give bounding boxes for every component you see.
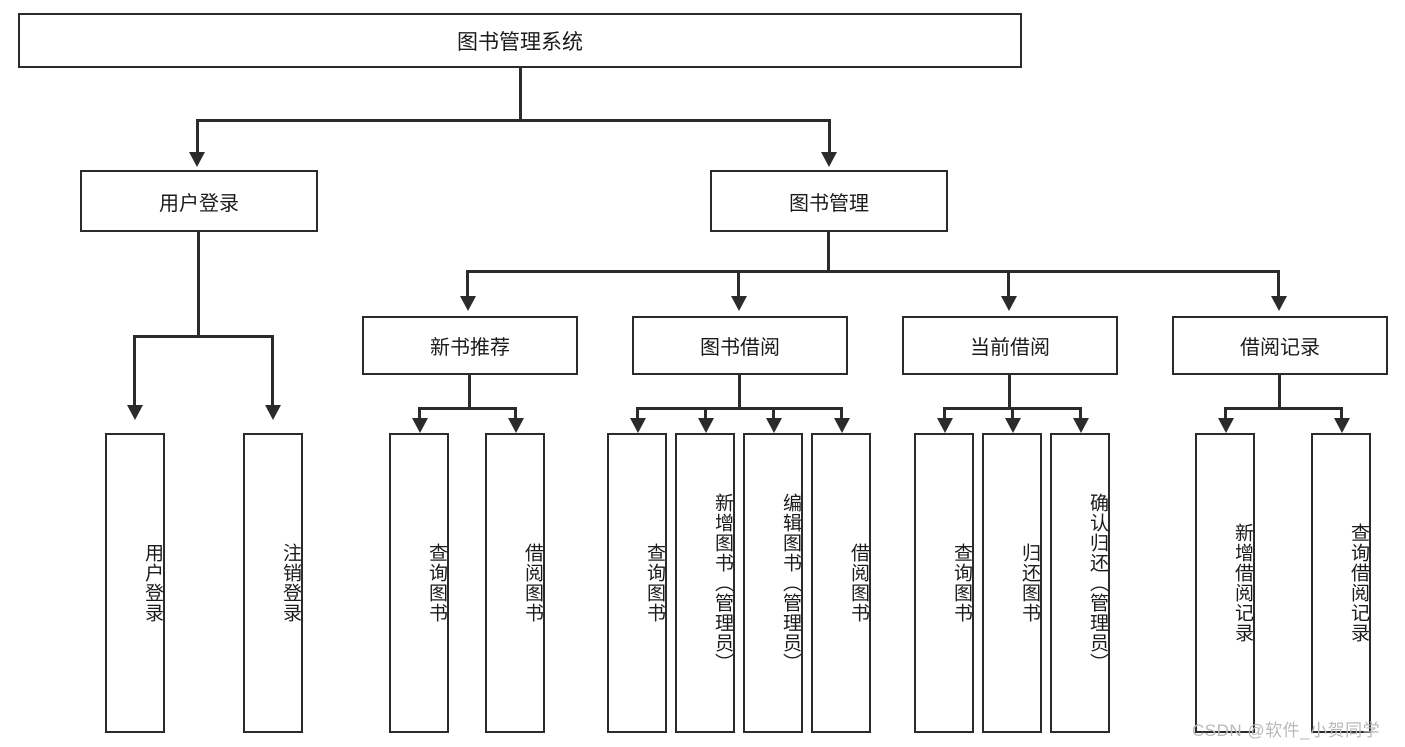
connector-root-to-user-login	[196, 119, 199, 154]
connector-new-book-stem	[468, 375, 471, 407]
arrowhead-user-login-leaf-1	[127, 405, 143, 420]
leaf-borrow-book-1[interactable]: 借阅图书	[485, 433, 545, 733]
leaf-edit-book-label: 编辑图书（管理员）	[780, 493, 801, 673]
connector-bm-to-current-borrow	[1007, 270, 1010, 298]
leaf-confirm-return-label: 确认归还（管理员）	[1087, 493, 1108, 673]
node-root[interactable]: 图书管理系统	[18, 13, 1022, 68]
arrowhead-book-borrow-leaf-4	[834, 418, 850, 433]
connector-bm-to-book-borrow	[737, 270, 740, 298]
node-user-login-label: 用户登录	[159, 192, 239, 215]
arrowhead-root-to-user-login	[189, 152, 205, 167]
connector-current-borrow-leaf-3	[1079, 407, 1082, 423]
node-current-borrow-label: 当前借阅	[970, 337, 1050, 359]
arrowhead-current-borrow-leaf-2	[1005, 418, 1021, 433]
connector-book-management-stem	[827, 232, 830, 270]
connector-root-to-book-management	[828, 119, 831, 154]
connector-current-borrow-leaf-2	[1011, 407, 1014, 423]
connector-book-borrow-leaf-1	[636, 407, 639, 423]
connector-root-spread	[196, 119, 831, 122]
connector-new-book-leaf-2	[514, 407, 517, 423]
leaf-user-login[interactable]: 用户登录	[105, 433, 165, 733]
node-new-book-recommend[interactable]: 新书推荐	[362, 316, 578, 375]
leaf-query-book-3[interactable]: 查询图书	[914, 433, 974, 733]
leaf-add-book[interactable]: 新增图书（管理员）	[675, 433, 735, 733]
leaf-confirm-return[interactable]: 确认归还（管理员）	[1050, 433, 1110, 733]
node-user-login[interactable]: 用户登录	[80, 170, 318, 232]
arrowhead-bm-borrow-record	[1271, 296, 1287, 311]
leaf-query-record[interactable]: 查询借阅记录	[1311, 433, 1371, 733]
leaf-user-login-label: 用户登录	[142, 543, 163, 623]
leaf-edit-book[interactable]: 编辑图书（管理员）	[743, 433, 803, 733]
connector-bm-to-borrow-record	[1277, 270, 1280, 298]
leaf-borrow-book-2-label: 借阅图书	[848, 543, 869, 623]
leaf-query-book-2[interactable]: 查询图书	[607, 433, 667, 733]
arrowhead-book-borrow-leaf-3	[766, 418, 782, 433]
node-new-book-recommend-label: 新书推荐	[430, 337, 510, 359]
connector-root-stem	[519, 68, 522, 119]
leaf-borrow-book-2[interactable]: 借阅图书	[811, 433, 871, 733]
connector-user-login-to-leaf-1	[133, 335, 136, 407]
leaf-borrow-book-1-label: 借阅图书	[522, 543, 543, 623]
connector-borrow-record-leaf-1	[1224, 407, 1227, 423]
leaf-query-book-1-label: 查询图书	[426, 543, 447, 623]
arrowhead-new-book-leaf-1	[412, 418, 428, 433]
connector-new-book-leaf-1	[418, 407, 421, 423]
arrowhead-borrow-record-leaf-2	[1334, 418, 1350, 433]
connector-user-login-to-leaf-2	[271, 335, 274, 407]
node-borrow-record[interactable]: 借阅记录	[1172, 316, 1388, 375]
connector-book-borrow-leaf-4	[840, 407, 843, 423]
node-root-label: 图书管理系统	[457, 30, 583, 54]
connector-borrow-record-stem	[1278, 375, 1281, 407]
arrowhead-book-borrow-leaf-1	[630, 418, 646, 433]
leaf-return-book-label: 归还图书	[1019, 543, 1040, 623]
arrowhead-book-borrow-leaf-2	[698, 418, 714, 433]
arrowhead-current-borrow-leaf-3	[1073, 418, 1089, 433]
leaf-query-book-3-label: 查询图书	[951, 543, 972, 623]
arrowhead-root-to-book-management	[821, 152, 837, 167]
arrowhead-borrow-record-leaf-1	[1218, 418, 1234, 433]
connector-bm-to-new-book	[466, 270, 469, 298]
leaf-logout-login[interactable]: 注销登录	[243, 433, 303, 733]
connector-current-borrow-leaf-1	[943, 407, 946, 423]
connector-current-borrow-stem	[1008, 375, 1011, 407]
arrowhead-bm-book-borrow	[731, 296, 747, 311]
connector-user-login-stem	[197, 232, 200, 335]
connector-book-management-spread	[466, 270, 1280, 273]
arrowhead-bm-new-book	[460, 296, 476, 311]
csdn-watermark: CSDN @软件_小贺同学	[1192, 721, 1381, 740]
connector-borrow-record-leaf-2	[1340, 407, 1343, 423]
leaf-query-book-1[interactable]: 查询图书	[389, 433, 449, 733]
arrowhead-current-borrow-leaf-1	[937, 418, 953, 433]
leaf-add-record[interactable]: 新增借阅记录	[1195, 433, 1255, 733]
connector-book-borrow-leaf-2	[704, 407, 707, 423]
arrowhead-user-login-leaf-2	[265, 405, 281, 420]
leaf-add-record-label: 新增借阅记录	[1232, 523, 1253, 643]
leaf-add-book-label: 新增图书（管理员）	[712, 493, 733, 673]
node-book-borrow[interactable]: 图书借阅	[632, 316, 848, 375]
connector-borrow-record-spread	[1224, 407, 1342, 410]
node-borrow-record-label: 借阅记录	[1240, 337, 1320, 359]
arrowhead-bm-current-borrow	[1001, 296, 1017, 311]
node-current-borrow[interactable]: 当前借阅	[902, 316, 1118, 375]
node-book-management[interactable]: 图书管理	[710, 170, 948, 232]
node-book-borrow-label: 图书借阅	[700, 337, 780, 359]
connector-book-borrow-spread	[636, 407, 842, 410]
connector-user-login-spread	[133, 335, 273, 338]
leaf-logout-login-label: 注销登录	[280, 543, 301, 623]
leaf-return-book[interactable]: 归还图书	[982, 433, 1042, 733]
arrowhead-new-book-leaf-2	[508, 418, 524, 433]
leaf-query-book-2-label: 查询图书	[644, 543, 665, 623]
leaf-query-record-label: 查询借阅记录	[1348, 523, 1369, 643]
connector-new-book-spread	[418, 407, 517, 410]
connector-book-borrow-leaf-3	[772, 407, 775, 423]
node-book-management-label: 图书管理	[789, 192, 869, 215]
connector-book-borrow-stem	[738, 375, 741, 407]
